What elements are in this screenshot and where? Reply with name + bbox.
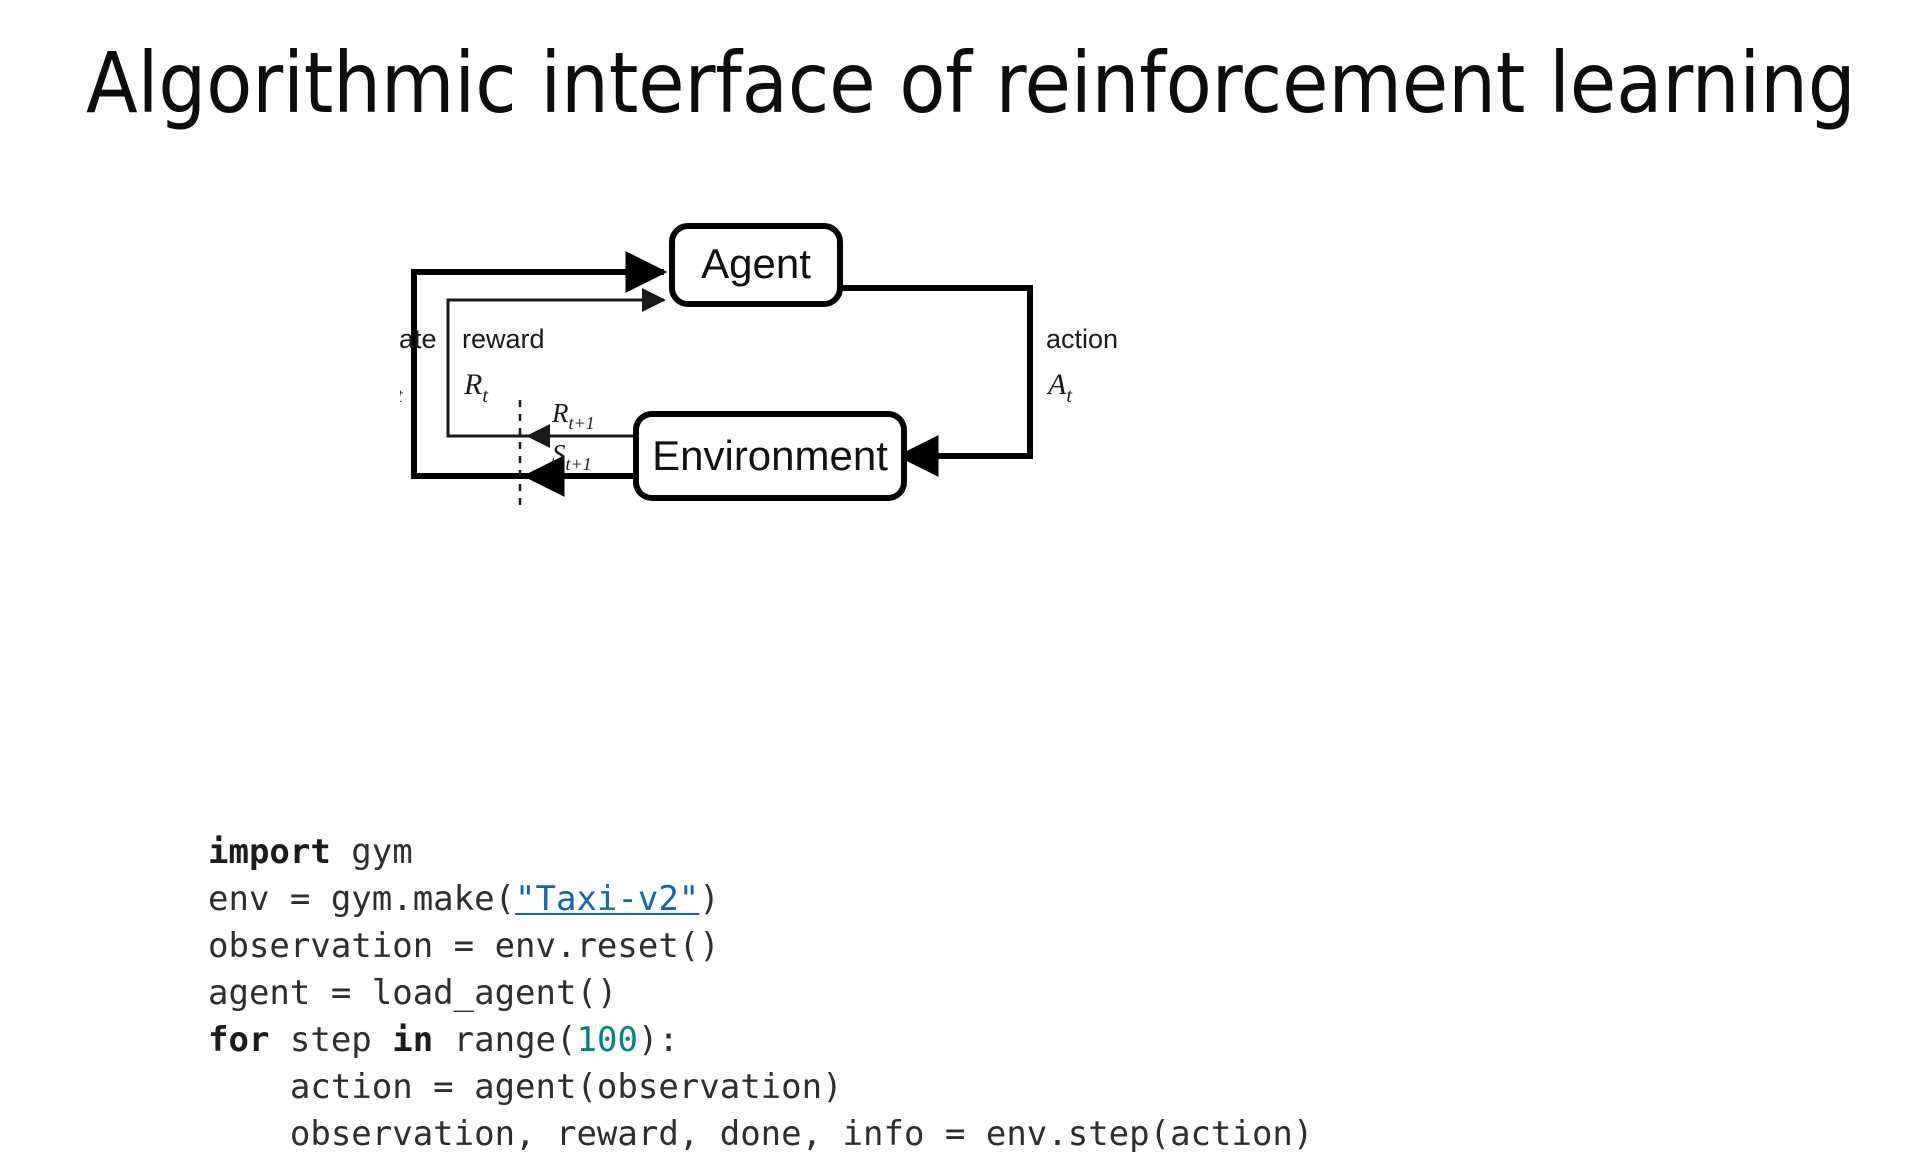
code-hyperlink-env-id[interactable]: "Taxi-v2" — [515, 879, 700, 919]
edge-symbol-reward-sub: t — [482, 385, 488, 407]
edge-symbol-reward-base: R — [463, 368, 482, 401]
edge-symbol-next-reward: Rt+1 — [551, 398, 595, 433]
page-title: Algorithmic interface of reinforcement l… — [86, 34, 1856, 132]
code-text: range( — [433, 1020, 577, 1060]
code-line: import gym — [208, 829, 1313, 876]
edge-symbol-state-sub: t — [400, 385, 403, 407]
edge-symbol-next-reward-sub: t+1 — [569, 413, 595, 433]
code-keyword: in — [392, 1020, 434, 1060]
code-keyword: import — [208, 832, 331, 872]
edge-label-reward: reward — [462, 324, 545, 354]
edge-symbol-state: St — [400, 368, 403, 407]
code-line: observation, reward, done, info = env.st… — [208, 1111, 1314, 1158]
code-line: agent = load_agent() — [208, 970, 1313, 1017]
rl-loop-diagram: Agent Environment state St reward Rt Rt+… — [400, 210, 1220, 530]
code-line: for step in range(100): — [208, 1017, 1313, 1064]
edge-label-action: action — [1046, 324, 1118, 354]
code-line: env = gym.make("Taxi-v2") — [208, 876, 1313, 923]
edge-symbol-action-base: A — [1046, 368, 1067, 401]
edge-reward-path — [446, 288, 666, 438]
edge-symbol-action: At — [1046, 368, 1072, 407]
slide-canvas: Algorithmic interface of reinforcement l… — [86, 34, 1856, 1154]
node-agent: Agent — [669, 223, 843, 307]
code-text: action = agent(observation) — [208, 1067, 843, 1107]
code-keyword: for — [208, 1020, 270, 1060]
edge-action-path — [840, 285, 1033, 477]
agent-box-shape — [669, 223, 843, 307]
code-text: gym — [330, 832, 413, 872]
edge-state-path — [411, 251, 668, 479]
edge-symbol-next-state: St+1 — [552, 439, 592, 474]
code-text: env = gym.make( — [208, 879, 516, 919]
code-text: ) — [699, 879, 720, 919]
edge-symbol-next-state-sub: t+1 — [566, 454, 592, 474]
code-text: observation, reward, done, info = env.st… — [208, 1114, 1314, 1154]
edge-symbol-action-sub: t — [1066, 385, 1072, 407]
code-line: action = agent(observation) — [208, 1064, 1313, 1111]
code-text: ): — [637, 1020, 679, 1060]
edge-symbol-reward: Rt — [463, 368, 488, 407]
node-environment-label: Environment — [652, 432, 888, 479]
node-environment: Environment — [633, 411, 907, 501]
edge-label-state: state — [400, 324, 437, 354]
edge-symbol-next-state-base: S — [552, 439, 566, 469]
code-line: observation = env.reset() — [208, 923, 1313, 970]
node-agent-label: Agent — [701, 240, 811, 287]
edge-symbol-next-reward-base: R — [551, 398, 569, 428]
code-number-literal: 100 — [576, 1020, 638, 1060]
code-text: observation = env.reset() — [208, 926, 720, 966]
environment-box-shape — [633, 411, 907, 501]
code-text: agent = load_agent() — [208, 973, 618, 1013]
code-text: step — [269, 1020, 393, 1060]
